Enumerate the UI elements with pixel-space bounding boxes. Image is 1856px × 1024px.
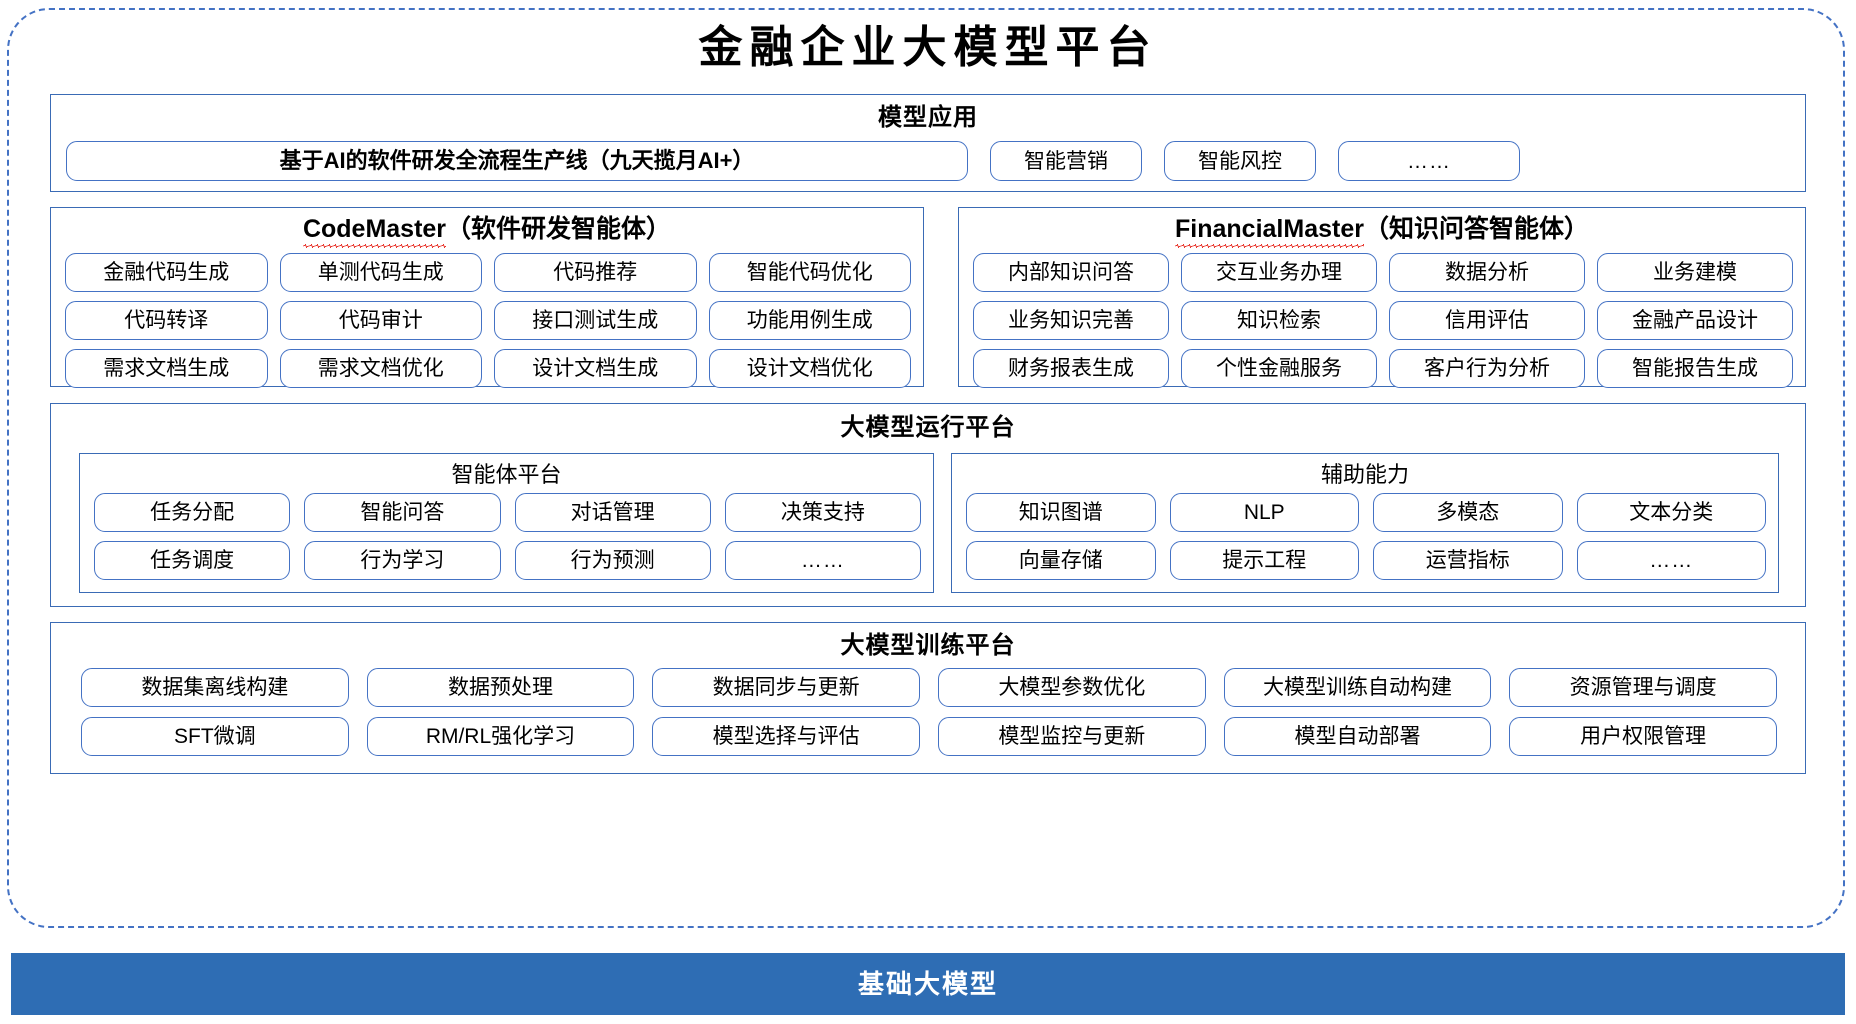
assist-capability-item[interactable]: 向量存储 (966, 541, 1156, 580)
financial-master-item[interactable]: 内部知识问答 (973, 253, 1169, 292)
app-item-smart-marketing[interactable]: 智能营销 (990, 141, 1142, 181)
financial-master-heading: FinancialMaster（知识问答智能体） (959, 215, 1805, 247)
training-platform-item[interactable]: 模型选择与评估 (652, 717, 920, 756)
app-item-smart-risk-control[interactable]: 智能风控 (1164, 141, 1316, 181)
code-master-item[interactable]: 代码推荐 (494, 253, 697, 292)
training-platform-item[interactable]: SFT微调 (81, 717, 349, 756)
code-master-item[interactable]: 代码转译 (65, 301, 268, 340)
training-platform-item[interactable]: 数据集离线构建 (81, 668, 349, 707)
base-model-label: 基础大模型 (857, 969, 998, 999)
assist-capability-item[interactable]: 知识图谱 (966, 493, 1156, 532)
code-master-item[interactable]: 代码审计 (279, 301, 482, 340)
training-platform-item[interactable]: 大模型参数优化 (937, 668, 1206, 707)
financial-master-name: FinancialMaster (1175, 215, 1364, 247)
subpanel-agent-platform: 智能体平台 任务分配 智能问答 对话管理 决策支持 任务调度 行为学习 行为预测… (79, 453, 934, 593)
agent-platform-item-more[interactable]: …… (724, 541, 921, 580)
training-platform-item[interactable]: 模型自动部署 (1223, 717, 1492, 756)
model-application-item-row: 基于AI的软件研发全流程生产线（九天揽月AI+） 智能营销 智能风控 …… (66, 141, 1542, 181)
training-platform-item[interactable]: 用户权限管理 (1509, 717, 1777, 756)
assist-capability-item[interactable]: 运营指标 (1373, 541, 1563, 580)
code-master-item[interactable]: 设计文档生成 (494, 349, 697, 388)
assist-capability-item-more[interactable]: …… (1576, 541, 1766, 580)
training-platform-item[interactable]: 数据同步与更新 (652, 668, 920, 707)
section-training-platform: 大模型训练平台 数据集离线构建 数据预处理 数据同步与更新 大模型参数优化 大模… (50, 622, 1806, 774)
subpanel-assist-capability: 辅助能力 知识图谱 NLP 多模态 文本分类 向量存储 提示工程 运营指标 …… (951, 453, 1779, 593)
agent-platform-item[interactable]: 行为预测 (514, 541, 711, 580)
agent-platform-capability-grid: 任务分配 智能问答 对话管理 决策支持 任务调度 行为学习 行为预测 …… (94, 493, 921, 580)
app-item-ai-rd-pipeline[interactable]: 基于AI的软件研发全流程生产线（九天揽月AI+） (66, 141, 968, 181)
code-master-suffix: （软件研发智能体） (446, 215, 672, 243)
financial-master-capability-grid: 内部知识问答 交互业务办理 数据分析 业务建模 业务知识完善 知识检索 信用评估… (973, 253, 1793, 388)
agent-platform-item[interactable]: 对话管理 (514, 493, 711, 532)
code-master-item[interactable]: 金融代码生成 (65, 253, 268, 292)
section-code-master: CodeMaster（软件研发智能体） 金融代码生成 单测代码生成 代码推荐 智… (50, 207, 924, 388)
code-master-item[interactable]: 接口测试生成 (494, 301, 697, 340)
code-master-capability-grid: 金融代码生成 单测代码生成 代码推荐 智能代码优化 代码转译 代码审计 接口测试… (65, 253, 911, 388)
code-master-item[interactable]: 需求文档优化 (279, 349, 482, 388)
assist-capability-item[interactable]: 多模态 (1373, 493, 1563, 532)
code-master-item[interactable]: 功能用例生成 (708, 301, 911, 340)
training-platform-item[interactable]: 资源管理与调度 (1509, 668, 1777, 707)
assist-capability-item[interactable]: 提示工程 (1169, 541, 1359, 580)
financial-master-item[interactable]: 客户行为分析 (1389, 349, 1585, 388)
financial-master-suffix: （知识问答智能体） (1363, 215, 1589, 243)
subpanel-title-assist-capability: 辅助能力 (1320, 462, 1409, 487)
assist-capability-item[interactable]: 文本分类 (1576, 493, 1766, 532)
code-master-item[interactable]: 智能代码优化 (708, 253, 911, 292)
financial-master-item[interactable]: 智能报告生成 (1597, 349, 1793, 388)
financial-master-item[interactable]: 个性金融服务 (1181, 349, 1377, 388)
code-master-item[interactable]: 设计文档优化 (708, 349, 911, 388)
code-master-item[interactable]: 单测代码生成 (279, 253, 482, 292)
financial-master-item[interactable]: 数据分析 (1389, 253, 1585, 292)
training-platform-item[interactable]: 模型监控与更新 (937, 717, 1206, 756)
section-financial-master: FinancialMaster（知识问答智能体） 内部知识问答 交互业务办理 数… (958, 207, 1806, 388)
code-master-name: CodeMaster (302, 215, 447, 247)
financial-master-item[interactable]: 业务建模 (1597, 253, 1793, 292)
financial-master-item[interactable]: 业务知识完善 (973, 301, 1169, 340)
agent-platform-item[interactable]: 智能问答 (304, 493, 501, 532)
financial-master-item[interactable]: 信用评估 (1389, 301, 1585, 340)
subpanel-title-agent-platform: 智能体平台 (451, 462, 562, 487)
base-model-bar: 基础大模型 (11, 953, 1845, 1015)
agent-platform-item[interactable]: 任务分配 (94, 493, 291, 532)
training-platform-capability-grid: 数据集离线构建 数据预处理 数据同步与更新 大模型参数优化 大模型训练自动构建 … (81, 668, 1777, 756)
code-master-heading: CodeMaster（软件研发智能体） (51, 215, 923, 247)
agent-platform-item[interactable]: 行为学习 (304, 541, 501, 580)
section-model-application: 模型应用 基于AI的软件研发全流程生产线（九天揽月AI+） 智能营销 智能风控 … (50, 94, 1806, 192)
code-master-item[interactable]: 需求文档生成 (65, 349, 268, 388)
app-item-more[interactable]: …… (1338, 141, 1520, 181)
section-title-training-platform: 大模型训练平台 (840, 632, 1016, 659)
financial-master-item[interactable]: 知识检索 (1181, 301, 1377, 340)
financial-master-item[interactable]: 财务报表生成 (973, 349, 1169, 388)
section-title-runtime-platform: 大模型运行平台 (840, 414, 1016, 441)
page-title: 金融企业大模型平台 (698, 22, 1158, 73)
assist-capability-grid: 知识图谱 NLP 多模态 文本分类 向量存储 提示工程 运营指标 …… (966, 493, 1766, 580)
agent-platform-item[interactable]: 任务调度 (94, 541, 291, 580)
training-platform-item[interactable]: 数据预处理 (366, 668, 635, 707)
training-platform-item[interactable]: RM/RL强化学习 (366, 717, 635, 756)
platform-outer-frame (7, 8, 1845, 928)
agent-platform-item[interactable]: 决策支持 (724, 493, 921, 532)
training-platform-item[interactable]: 大模型训练自动构建 (1223, 668, 1492, 707)
financial-master-item[interactable]: 交互业务办理 (1181, 253, 1377, 292)
section-title-model-application: 模型应用 (878, 104, 978, 131)
section-runtime-platform: 大模型运行平台 智能体平台 任务分配 智能问答 对话管理 决策支持 任务调度 行… (50, 403, 1806, 607)
financial-master-item[interactable]: 金融产品设计 (1597, 301, 1793, 340)
assist-capability-item[interactable]: NLP (1169, 493, 1359, 532)
